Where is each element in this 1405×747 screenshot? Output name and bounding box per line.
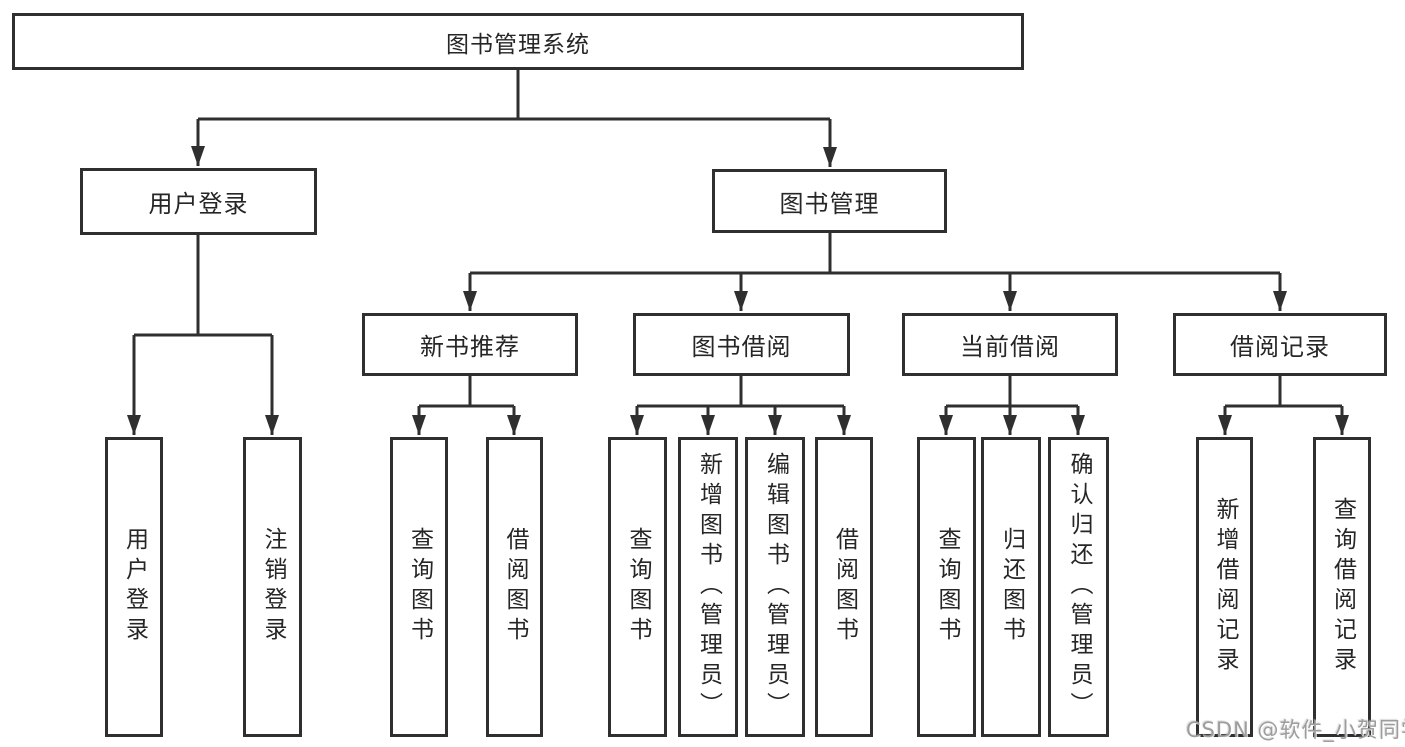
node-book-borrow: 图书借阅 <box>633 313 850 376</box>
node-current-borrow: 当前借阅 <box>902 313 1118 376</box>
leaf-return-books-label: 归还图书 <box>998 527 1025 647</box>
leaf-edit-book-admin: 编辑图书（管理员） <box>745 437 805 737</box>
leaf-confirm-return-admin: 确认归还（管理员） <box>1048 437 1109 737</box>
leaf-edit-book-admin-label: 编辑图书（管理员） <box>762 452 789 722</box>
leaf-borrow-books-1-label: 借阅图书 <box>502 527 528 647</box>
leaf-query-books-1: 查询图书 <box>390 437 448 737</box>
leaf-user-login-label: 用户登录 <box>121 527 148 647</box>
leaf-add-book-admin-label: 新增图书（管理员） <box>695 452 722 722</box>
node-book-management-system: 图书管理系统 <box>12 13 1024 70</box>
node-book-management-label: 图书管理 <box>779 189 880 218</box>
node-borrow-records: 借阅记录 <box>1173 313 1387 376</box>
leaf-add-book-admin: 新增图书（管理员） <box>678 437 738 737</box>
leaf-query-books-2: 查询图书 <box>608 437 667 737</box>
node-new-book-recommend-label: 新书推荐 <box>420 333 520 361</box>
leaf-add-borrow-record-label: 新增借阅记录 <box>1212 497 1238 677</box>
node-current-borrow-label: 当前借阅 <box>960 333 1060 361</box>
leaf-confirm-return-admin-label: 确认归还（管理员） <box>1066 452 1092 722</box>
leaf-query-books-3-label: 查询图书 <box>934 527 960 647</box>
leaf-add-borrow-record: 新增借阅记录 <box>1196 437 1253 737</box>
leaf-query-books-2-label: 查询图书 <box>625 527 651 647</box>
node-borrow-records-label: 借阅记录 <box>1230 333 1330 361</box>
leaf-logout-label: 注销登录 <box>260 527 286 647</box>
node-book-management-system-label: 图书管理系统 <box>446 31 590 58</box>
node-new-book-recommend: 新书推荐 <box>362 313 578 376</box>
leaf-return-books: 归还图书 <box>981 437 1041 737</box>
node-book-management: 图书管理 <box>712 169 947 233</box>
leaf-logout: 注销登录 <box>243 437 302 737</box>
leaf-query-borrow-record-label: 查询借阅记录 <box>1329 497 1356 677</box>
node-user-login-label: 用户登录 <box>148 190 249 218</box>
leaf-query-books-1-label: 查询图书 <box>406 527 433 647</box>
leaf-user-login: 用户登录 <box>105 437 163 737</box>
csdn-watermark: CSDN @软件_小贺同学 <box>1186 718 1405 742</box>
node-user-login: 用户登录 <box>80 168 317 235</box>
node-book-borrow-label: 图书借阅 <box>691 333 792 361</box>
leaf-query-borrow-record: 查询借阅记录 <box>1313 437 1371 737</box>
leaf-borrow-books-2: 借阅图书 <box>815 437 873 737</box>
leaf-borrow-books-2-label: 借阅图书 <box>831 527 858 647</box>
leaf-borrow-books-1: 借阅图书 <box>486 437 543 737</box>
leaf-query-books-3: 查询图书 <box>917 437 976 737</box>
